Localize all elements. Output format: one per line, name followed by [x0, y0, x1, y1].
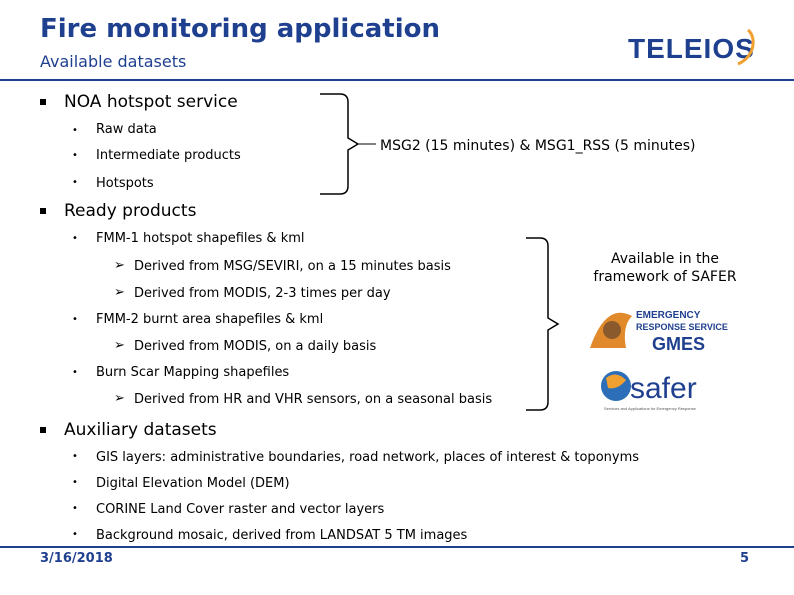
bullet-dot: •	[72, 314, 78, 325]
footer-date: 3/16/2018	[40, 551, 113, 566]
safer-logo-text: safer	[630, 372, 697, 405]
noa-brace	[320, 93, 376, 195]
ready-subitem: Derived from HR and VHR sensors, on a se…	[134, 392, 493, 407]
teleios-logo-text: TELEIOS	[628, 33, 755, 64]
noa-item: Intermediate products	[96, 148, 241, 163]
header-divider	[0, 79, 794, 81]
section-heading-ready: Ready products	[64, 201, 197, 221]
noa-note: MSG2 (15 minutes) & MSG1_RSS (5 minutes)	[380, 138, 696, 154]
teleios-logo-graphic: TELEIOS	[628, 28, 755, 66]
ready-subitem: Derived from MODIS, 2-3 times per day	[134, 286, 391, 301]
gmes-logo-line2: RESPONSE SERVICE	[636, 322, 728, 332]
gmes-logo-graphic: EMERGENCY RESPONSE SERVICE GMES	[590, 310, 728, 354]
teleios-logo: TELEIOS	[628, 26, 763, 77]
page-subtitle: Available datasets	[40, 52, 187, 71]
ready-item-burn: Burn Scar Mapping shapefiles	[96, 365, 290, 380]
bullet-dot: •	[72, 503, 78, 514]
safer-note-line2: framework of SAFER	[593, 269, 737, 285]
page-title: Fire monitoring application	[40, 14, 441, 44]
bullet-dot: •	[72, 451, 78, 462]
bullet-dot: •	[72, 367, 78, 378]
arrow-bullet-icon: ➢	[114, 285, 125, 300]
bullet-square	[40, 99, 46, 105]
ready-item-fmm1: FMM-1 hotspot shapefiles & kml	[96, 231, 305, 246]
arrow-bullet-icon: ➢	[114, 338, 125, 353]
bullet-dot: •	[72, 477, 78, 488]
safer-logo: safer Services and Applications for Emer…	[600, 366, 720, 414]
aux-item: Background mosaic, derived from LANDSAT …	[96, 528, 468, 543]
aux-item: GIS layers: administrative boundaries, r…	[96, 450, 640, 465]
ready-subitem: Derived from MSG/SEVIRI, on a 15 minutes…	[134, 259, 451, 274]
safer-note-line1: Available in the	[610, 251, 719, 267]
bullet-dot: •	[72, 233, 78, 244]
bullet-square	[40, 208, 46, 214]
arrow-bullet-icon: ➢	[114, 258, 125, 273]
bullet-dot: •	[72, 125, 78, 136]
footer-divider	[0, 546, 794, 548]
noa-item: Raw data	[96, 122, 157, 137]
aux-item: CORINE Land Cover raster and vector laye…	[96, 502, 385, 517]
aux-item: Digital Elevation Model (DEM)	[96, 476, 290, 491]
arrow-bullet-icon: ➢	[114, 391, 125, 406]
bullet-square	[40, 427, 46, 433]
ready-brace	[526, 237, 560, 411]
bullet-dot: •	[72, 150, 78, 161]
bullet-dot: •	[72, 177, 78, 188]
gmes-logo-line1: EMERGENCY	[636, 310, 701, 321]
gmes-logo-line3: GMES	[652, 334, 705, 354]
safer-logo-tagline: Services and Applications for Emergency …	[604, 406, 697, 411]
ready-item-fmm2: FMM-2 burnt area shapefiles & kml	[96, 312, 324, 327]
gmes-logo: EMERGENCY RESPONSE SERVICE GMES	[586, 296, 736, 356]
page-number: 5	[740, 551, 750, 566]
safer-logo-graphic: safer Services and Applications for Emer…	[601, 371, 697, 411]
noa-item: Hotspots	[96, 176, 154, 191]
section-heading-aux: Auxiliary datasets	[64, 420, 217, 440]
ready-subitem: Derived from MODIS, on a daily basis	[134, 339, 377, 354]
section-heading-noa: NOA hotspot service	[64, 92, 238, 112]
bullet-dot: •	[72, 529, 78, 540]
